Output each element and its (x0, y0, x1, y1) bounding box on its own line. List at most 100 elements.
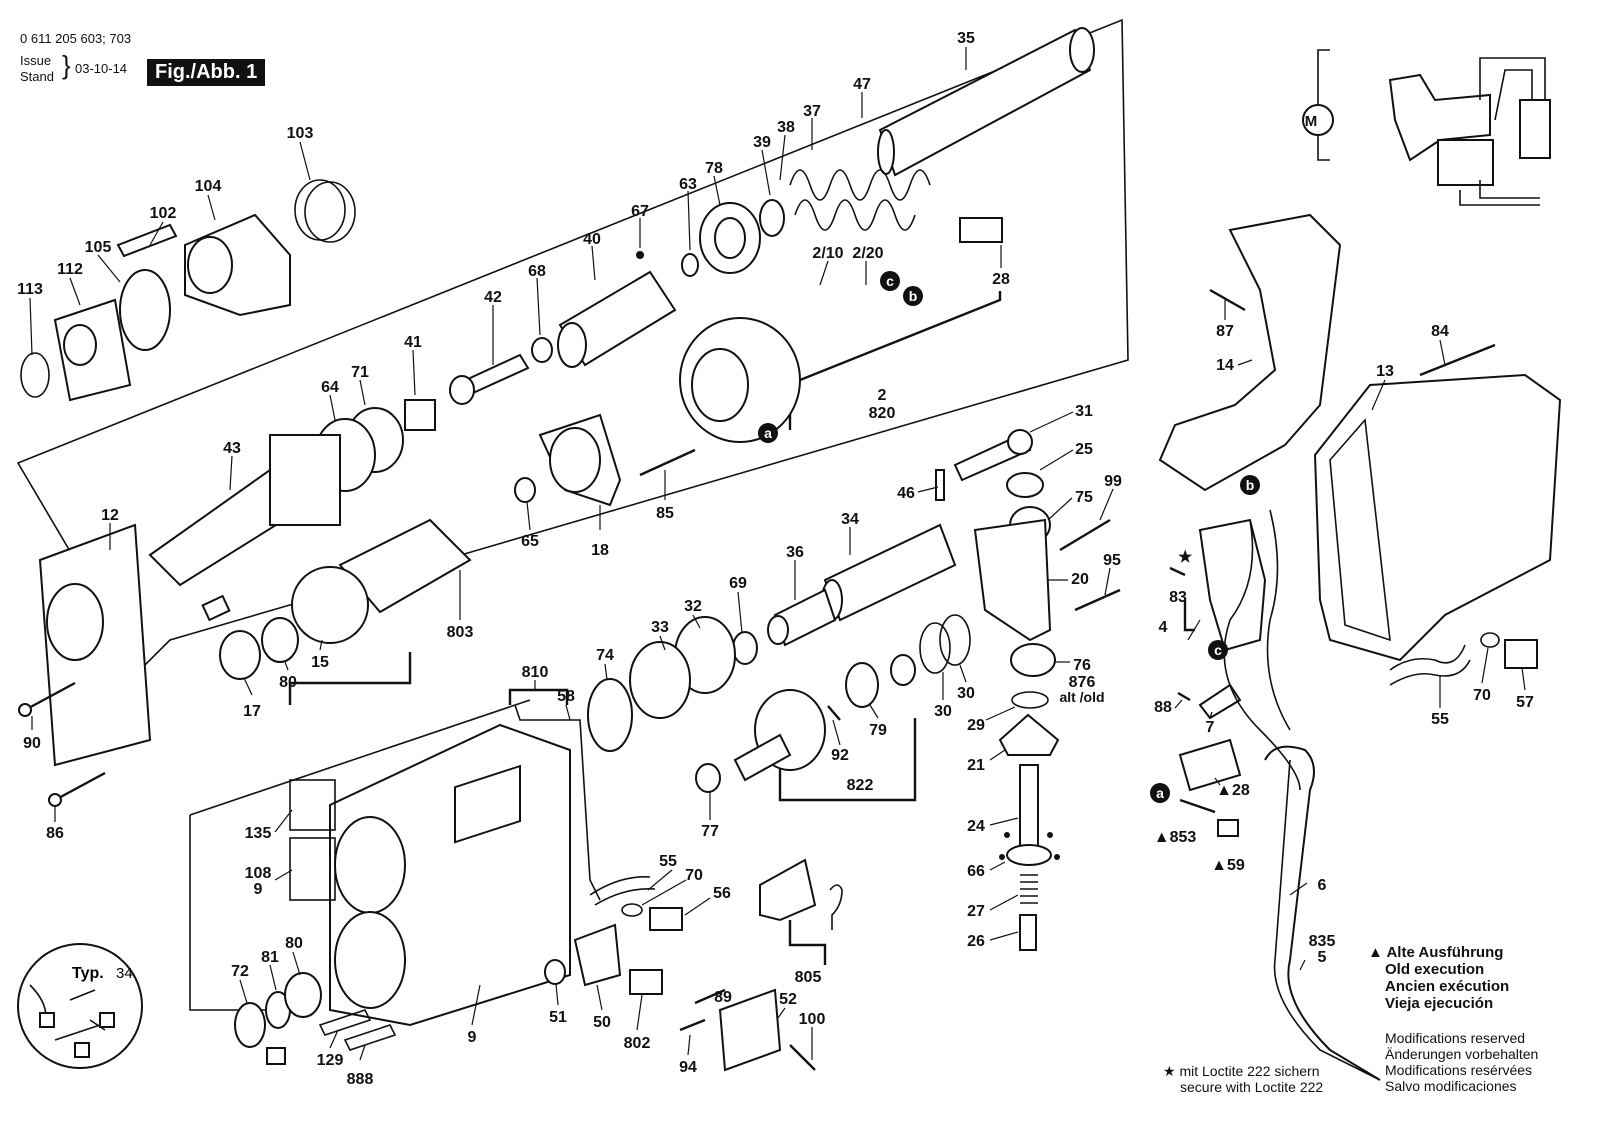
svg-text:81: 81 (261, 949, 279, 966)
svg-text:b: b (909, 288, 918, 304)
bracket-803-15 (288, 652, 412, 705)
svg-text:20: 20 (1071, 571, 1089, 588)
svg-text:25: 25 (1075, 441, 1093, 458)
svg-text:70: 70 (685, 867, 703, 884)
figure-label: Fig./Abb. 1 (147, 59, 266, 86)
spring-103 (294, 179, 356, 243)
switch-57 (1504, 639, 1538, 669)
svg-text:56: 56 (713, 885, 731, 902)
bracket-822 (778, 718, 917, 802)
svg-text:6: 6 (1318, 877, 1327, 894)
ball-66d (1054, 854, 1060, 860)
housing-104 (184, 213, 291, 317)
svg-text:2/10: 2/10 (812, 245, 843, 262)
spring-27 (1020, 874, 1038, 904)
ring-105 (119, 269, 171, 351)
svg-text:46: 46 (897, 485, 915, 502)
mod-line-2: Änderungen vorbehalten (1385, 1046, 1539, 1062)
svg-text:43: 43 (223, 440, 241, 457)
field-coil-2 (679, 317, 801, 443)
svg-text:69: 69 (729, 575, 747, 592)
svg-text:39: 39 (753, 134, 771, 151)
svg-text:113: 113 (17, 281, 43, 298)
svg-text:820: 820 (869, 405, 896, 422)
cable-6 (1264, 745, 1381, 1081)
svg-text:alt /old: alt /old (1059, 689, 1104, 705)
typ-label: Typ. (72, 965, 104, 982)
svg-text:67: 67 (631, 203, 649, 220)
mod-line-4: Salvo modificaciones (1385, 1078, 1517, 1094)
screw-84 (1419, 343, 1496, 377)
svg-text:71: 71 (351, 364, 369, 381)
legend-line-4: Vieja ejecución (1385, 995, 1494, 1012)
spindle-24 (1006, 764, 1052, 866)
svg-text:18: 18 (591, 542, 609, 559)
svg-text:80: 80 (279, 674, 297, 691)
lever-31 (953, 429, 1033, 482)
switch-50 (573, 923, 622, 987)
svg-text:135: 135 (245, 825, 272, 842)
svg-text:c: c (1214, 642, 1222, 658)
svg-text:75: 75 (1075, 489, 1093, 506)
spring-55b (1389, 644, 1471, 686)
svg-text:2: 2 (878, 387, 887, 404)
flange-112 (53, 298, 132, 402)
part-51 (544, 959, 566, 985)
gear-shaft-822 (733, 689, 826, 782)
svg-text:30: 30 (934, 703, 952, 720)
svg-text:83: 83 (1169, 589, 1187, 606)
svg-text:66: 66 (967, 863, 985, 880)
washer-30a (939, 614, 971, 666)
legend-line-2: Old execution (1385, 961, 1485, 978)
issue-date: 03-10-14 (75, 61, 128, 76)
svg-text:41: 41 (404, 334, 422, 351)
svg-text:876: 876 (1069, 674, 1096, 691)
pin-46 (935, 469, 945, 501)
ring-29 (1011, 691, 1049, 709)
plate-129 (318, 1009, 372, 1036)
bracket-805b (759, 858, 817, 922)
svg-text:802: 802 (624, 1035, 651, 1052)
svg-text:94: 94 (679, 1059, 697, 1076)
bearing-79 (845, 662, 879, 708)
svg-text:50: 50 (593, 1014, 611, 1031)
badge-b: b (903, 286, 923, 306)
cap-72b (266, 1047, 286, 1065)
svg-text:95: 95 (1103, 552, 1121, 569)
mod-line-3: Modifications resérvées (1385, 1062, 1533, 1078)
washer-30b (919, 622, 951, 674)
armature-803 (291, 518, 472, 644)
ring-63 (681, 253, 699, 277)
ball-66c (999, 854, 1005, 860)
screw-99 (1059, 518, 1111, 552)
svg-text:92: 92 (831, 747, 849, 764)
label-135 (289, 779, 336, 831)
inset-typ-34 (17, 943, 143, 1069)
legend-line-1: ▲ Alte Ausführung (1368, 944, 1504, 961)
badge-c2: c (1208, 640, 1228, 660)
svg-text:70: 70 (1473, 687, 1491, 704)
bushing-65 (514, 477, 536, 503)
screw-94 (679, 1018, 706, 1032)
svg-text:80: 80 (285, 935, 303, 952)
ring-17 (219, 630, 261, 680)
motor-label: M (1305, 113, 1318, 130)
switch-4 (1198, 518, 1267, 652)
svg-text:40: 40 (583, 231, 601, 248)
svg-text:15: 15 (311, 654, 329, 671)
part-802 (629, 969, 663, 995)
svg-text:33: 33 (651, 619, 669, 636)
bevel-21 (998, 713, 1060, 756)
svg-text:68: 68 (528, 263, 546, 280)
screw-83 (1169, 566, 1186, 577)
sleeve-40 (557, 270, 677, 368)
svg-text:9: 9 (468, 1029, 477, 1046)
svg-text:105: 105 (85, 239, 112, 256)
svg-text:65: 65 (521, 533, 539, 550)
svg-text:27: 27 (967, 903, 985, 920)
housing-13 (1313, 373, 1562, 662)
bracket-805 (788, 920, 827, 965)
svg-text:36: 36 (786, 544, 804, 561)
svg-text:86: 86 (46, 825, 64, 842)
